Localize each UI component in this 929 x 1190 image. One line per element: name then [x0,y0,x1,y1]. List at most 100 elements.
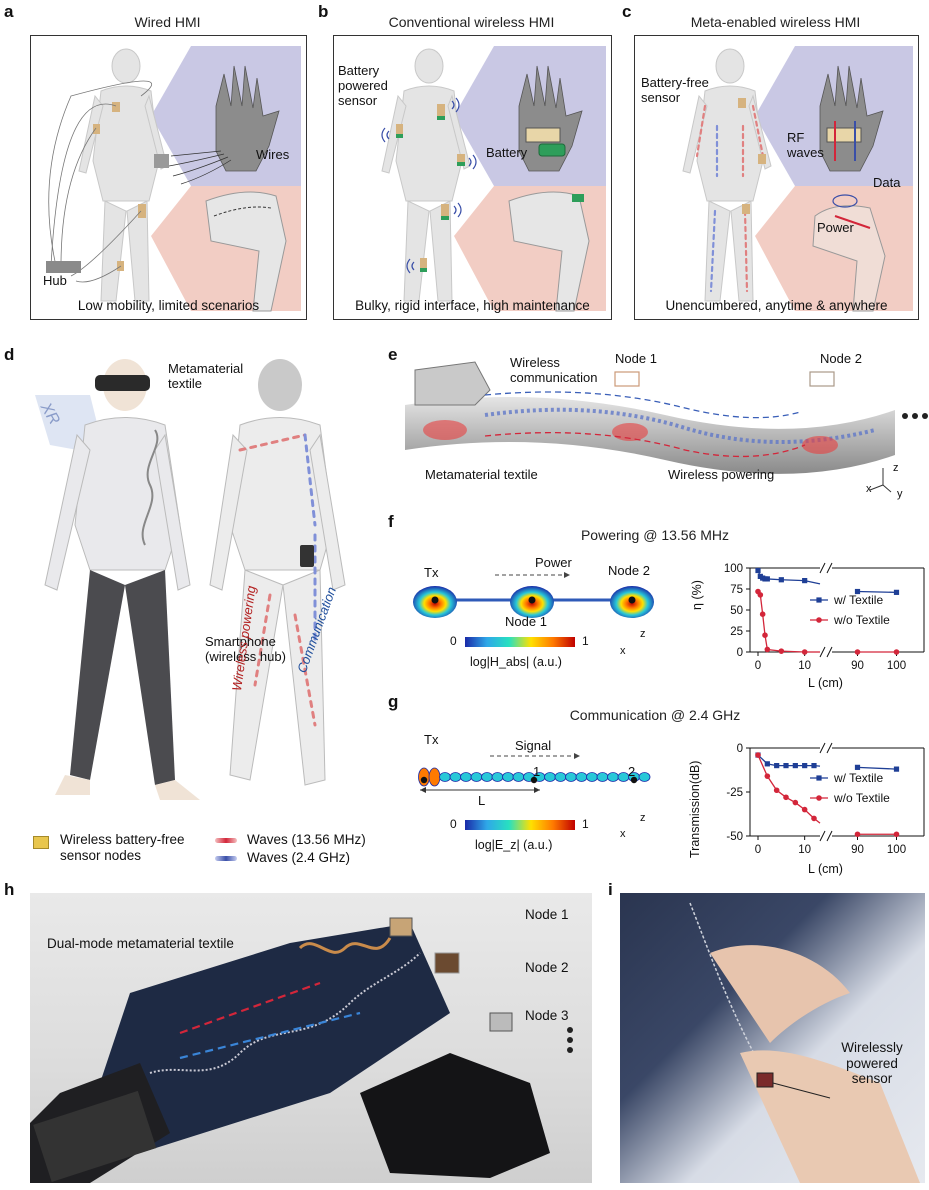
field-lobe [596,772,609,782]
data-point-with-textile [802,763,808,769]
axis-z-e: z [893,462,899,474]
field-lobe [586,772,598,782]
y-tick-label: -25 [726,787,743,799]
y-tick-label: 100 [724,563,743,575]
battery-sensor-label: Battery powered sensor [338,63,388,108]
signal-label-g: Signal [515,738,552,753]
y-tick-label: 50 [730,605,743,617]
data-point-without-textile [854,831,861,838]
panel-h-photo [30,893,592,1183]
field-lobe [544,772,556,782]
legend-red-wave-text: Waves (13.56 MHz) [247,832,366,847]
data-point-with-textile [854,588,861,595]
field-lobe [565,772,577,782]
field-lobe [575,772,588,782]
y-tick-label: 0 [737,743,743,755]
panel-c-letter: c [622,2,632,21]
node2-label-h: Node 2 [525,960,569,975]
data-point-without-textile [755,752,761,758]
node1-label-e: Node 1 [615,351,657,366]
x-tick-label: 100 [887,844,906,856]
y-tick-label: 0 [737,647,743,659]
data-point-with-textile [792,763,798,769]
wireless-communication-label: Wireless communication [510,355,598,385]
field-lobe [428,767,441,787]
panel-g-letter: g [388,692,399,711]
field-lobe [607,772,619,782]
axis-break-mark [826,742,833,754]
x-tick-label: 10 [798,660,811,672]
field-lobe [554,772,567,782]
data-point-with-textile [854,764,861,770]
field-lobe [481,772,493,782]
data-point-without-textile [801,806,808,813]
field-lobe [491,772,504,782]
data-point-with-textile [893,766,900,772]
panel-i-photo [620,893,925,1183]
axis-z-f: z [640,628,646,640]
y-tick-label: 75 [730,584,743,596]
tx-label-f: Tx [424,565,439,580]
legend-sensor-text: Wireless battery-free sensor nodes [60,832,185,863]
axis-break-mark [826,562,833,574]
data-point-without-textile [762,632,768,638]
cb-max-f: 1 [582,634,589,648]
data-point-without-textile [783,794,789,801]
node1-label-f: Node 1 [505,614,547,629]
smartphone-label: Smartphone (wireless hub) [205,634,286,664]
chart-g-ylabel: Transmission(dB) [688,760,702,858]
x-tick-label: 90 [851,844,864,856]
wirelessly-powered-sensor-label: Wirelessly powered sensor [841,1040,903,1087]
data-point-without-textile [801,649,808,655]
data-point-without-textile [792,799,799,806]
chart-f-ylabel: η (%) [690,580,704,610]
data-point-with-textile [811,763,817,769]
x-tick-label: 0 [755,844,761,856]
data-point-without-textile [893,831,900,838]
panel-a-frame: Wires Hub Low mobility, limited scenario… [30,35,307,320]
legend-text-without-textile: w/o Textile [833,791,890,805]
node-dot [420,776,428,784]
L-label-g: L [478,793,486,808]
panel-c-illustration [682,46,913,312]
panel-g-title: Communication @ 2.4 GHz [569,707,741,723]
panel-b-frame: Battery powered sensor Battery Bulky, ri… [333,35,612,320]
data-point-without-textile [811,815,817,822]
series-line-with-textile [857,766,897,770]
metamaterial-textile-label-e: Metamaterial textile [425,467,538,482]
axis-break-mark [826,646,833,658]
colorbar-g [465,820,575,830]
panel-i-scene [689,902,920,1183]
panel-a-illustration [46,46,301,312]
power-label: Power [817,220,854,235]
field-lobe [502,772,514,782]
node-dot [530,776,538,784]
dual-mode-textile-label: Dual-mode metamaterial textile [47,936,234,951]
legend-text-with-textile: w/ Textile [833,593,883,607]
data-point-without-textile [854,649,861,655]
data-point-without-textile [757,592,764,598]
tx-label-g: Tx [424,732,439,747]
data-label: Data [873,175,901,190]
data-point-with-textile [755,567,761,574]
legend-marker-without-textile [816,617,822,623]
field-lobe [439,772,451,782]
data-point-with-textile [778,577,784,583]
data-point-with-textile [783,763,789,769]
data-point-with-textile [774,763,780,769]
legend-blue-wave-text: Waves (2.4 GHz) [247,850,351,865]
legend-marker-without-textile [816,795,822,801]
wireless-powering-label-e: Wireless powering [668,467,775,482]
hub-label: Hub [43,273,67,288]
panel-h-scene [30,917,573,1183]
field-lobe [470,772,483,782]
sensor-node-legend-icon [33,836,49,849]
cb-label-f: log|H_abs| (a.u.) [470,655,562,669]
data-point-without-textile [759,611,766,617]
data-point-with-textile [764,761,770,767]
node2-label-g: 2 [628,764,636,779]
colorbar-f [465,637,575,647]
rf-waves-label: RF waves [787,130,824,160]
legend-text-without-textile: w/o Textile [833,613,890,627]
